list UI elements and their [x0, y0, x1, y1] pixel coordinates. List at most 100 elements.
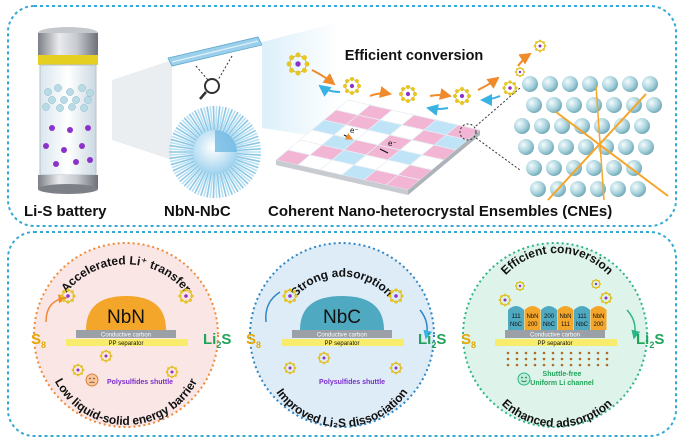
happy-face-icon [517, 372, 531, 386]
nanowire-spike [170, 156, 198, 166]
sulfur-atom [301, 55, 307, 61]
lithium-atom [104, 354, 108, 358]
sulfur-atom [460, 101, 464, 105]
nanowire-spike [229, 160, 255, 178]
crystal-label-bottom: 200 [527, 322, 538, 328]
polysulfide-clusters [286, 39, 547, 105]
sulfur-atom [514, 284, 518, 288]
crystal-label-top: NbN [526, 314, 538, 320]
lattice-atom [578, 139, 594, 155]
sulfur-atom [322, 361, 326, 365]
nanowire-spike [194, 110, 208, 137]
sulfur-atom [295, 52, 301, 58]
sulfur-atom [165, 370, 169, 374]
sulfur-atom [350, 91, 354, 95]
li-dot [515, 357, 519, 361]
nanowire-spike [169, 147, 198, 152]
grain-boundary [547, 93, 647, 201]
sulfur-atom [608, 293, 611, 296]
sulfur-atom [390, 290, 394, 294]
battery-particle [54, 84, 62, 92]
lithium-atom [518, 284, 522, 288]
sulfur-atom [406, 85, 410, 89]
top-frame [7, 5, 677, 227]
sulfur-atom [345, 88, 350, 93]
lithium-atom [322, 356, 326, 360]
nanowire-spike [172, 132, 199, 146]
battery-polysulfide [87, 157, 93, 163]
sulfur-atom [73, 372, 76, 375]
lithium-atom [349, 83, 355, 89]
sulfur-atom [292, 290, 296, 294]
sulfur-atom [76, 363, 80, 367]
battery-particle [44, 88, 52, 96]
sulfur-atom [460, 87, 464, 91]
sulfur-atom [174, 367, 177, 370]
sphere-cutaway [215, 130, 237, 152]
lithium-atom [170, 370, 174, 374]
battery-polysulfide [49, 125, 55, 131]
sulfur-atom [410, 87, 415, 92]
sulfur-atom [508, 80, 512, 84]
nanowire-spike [216, 106, 221, 135]
li-dot [551, 363, 555, 367]
sulfur-atom [590, 282, 594, 286]
nanocrystal [524, 306, 541, 330]
sulfur-atom [504, 90, 508, 94]
nanowire-spike [225, 165, 244, 189]
sulfur-atom [389, 366, 393, 370]
sulfur-atom [388, 294, 392, 298]
nanowire-spike [232, 144, 261, 151]
lattice-atom [558, 139, 574, 155]
sulfur-atom [390, 298, 394, 302]
lattice-atom [554, 118, 570, 134]
battery-polysulfide [67, 127, 73, 133]
crystal-label-bottom: NbC [543, 322, 556, 328]
sulfur-atom [592, 280, 595, 283]
sulfur-atom [319, 360, 322, 363]
sulfur-atom [512, 82, 516, 86]
sulfur-atom [604, 301, 608, 305]
sulfur-atom [80, 372, 83, 375]
sulfur-atom [522, 70, 526, 74]
sulfur-atom [401, 87, 406, 92]
nanowire-spike [224, 166, 242, 191]
sulfur-atom [190, 294, 194, 298]
nanowire-spike [217, 169, 224, 198]
lattice-atom [526, 97, 542, 113]
li-dot [560, 351, 564, 355]
battery-particle [42, 103, 50, 111]
crystal-label-top: 111 [577, 314, 587, 320]
lattice-atom [538, 139, 554, 155]
li-dot [596, 351, 600, 355]
sphere-icon [169, 106, 261, 198]
sulfur-atom [455, 89, 460, 94]
sulfur-atom [175, 370, 179, 374]
sulfur-atom [508, 298, 512, 302]
sulfur-atom [394, 371, 398, 375]
li-dot [578, 351, 582, 355]
sulfur-atom [601, 293, 604, 296]
panel3-li2s: Li2S [636, 331, 664, 350]
li-dot [560, 357, 564, 361]
sulfur-atom [285, 363, 288, 366]
sulfur-atom [322, 351, 326, 355]
li-dot [515, 351, 519, 355]
sulfur-atom [512, 90, 516, 94]
material-label: NbN-NbC [164, 203, 231, 220]
li-dot [605, 351, 609, 355]
nanowire-spike [219, 108, 230, 136]
nanocrystal [574, 306, 590, 330]
nanowire-spike [188, 166, 206, 191]
sulfur-atom [394, 288, 398, 292]
sulfur-atom [604, 291, 608, 295]
lattice-atom [646, 97, 662, 113]
sulfur-atom [184, 288, 188, 292]
sulfur-atom [535, 48, 538, 51]
sulfur-atom [354, 88, 359, 93]
nanowire-spike [209, 106, 214, 135]
panel3-separator: PP separator [538, 341, 573, 347]
lattice-atom [602, 76, 618, 92]
lattice-atom [522, 76, 538, 92]
grain-boundary [555, 111, 669, 197]
